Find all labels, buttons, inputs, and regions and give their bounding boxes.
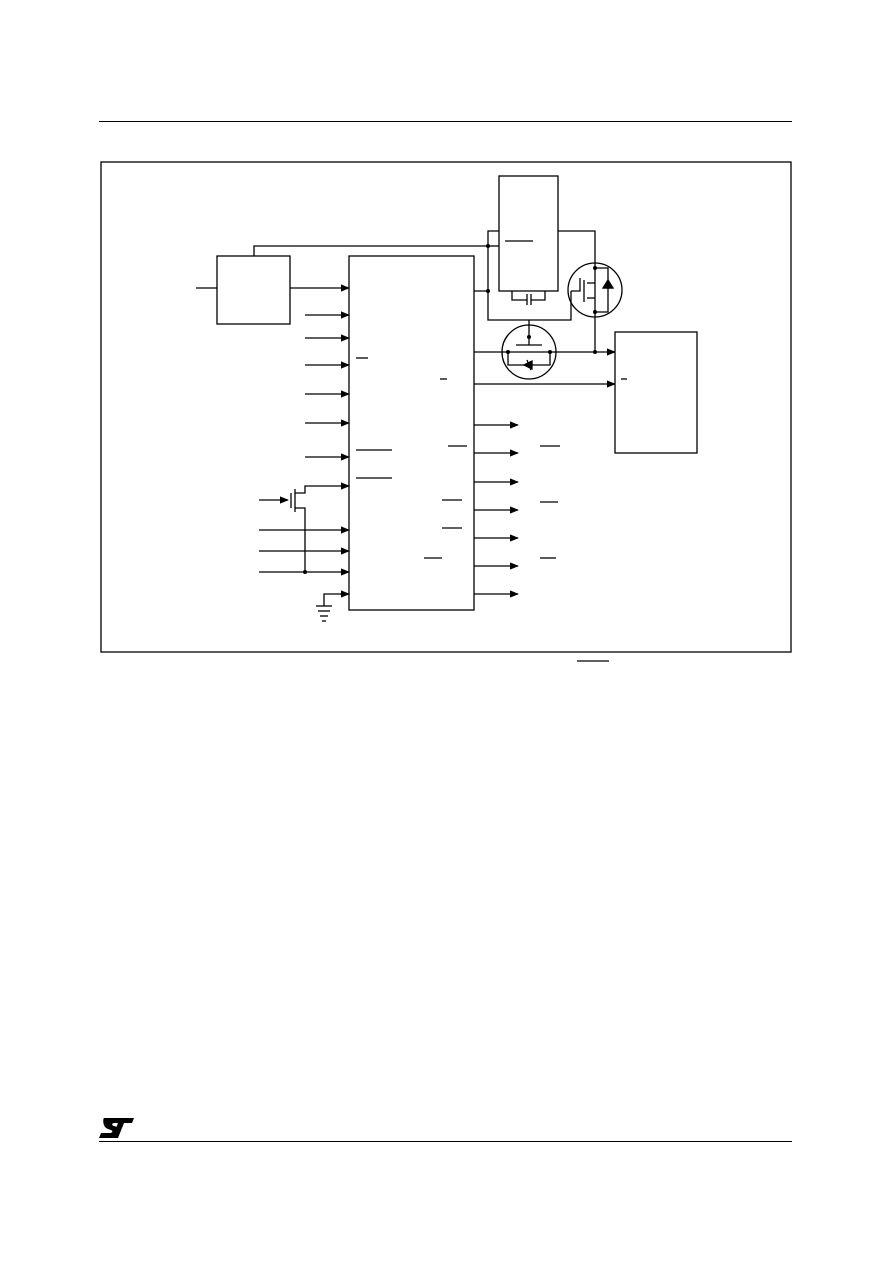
circuit-diagram	[100, 161, 792, 662]
main-ic-block	[348, 255, 475, 611]
figure-frame	[100, 161, 792, 653]
input-block	[216, 255, 291, 325]
footer-rule	[99, 1141, 792, 1142]
header-rule	[99, 121, 792, 122]
right-ic-block	[614, 331, 698, 454]
top-ic-block	[498, 175, 559, 292]
st-logo-icon	[99, 1118, 134, 1138]
